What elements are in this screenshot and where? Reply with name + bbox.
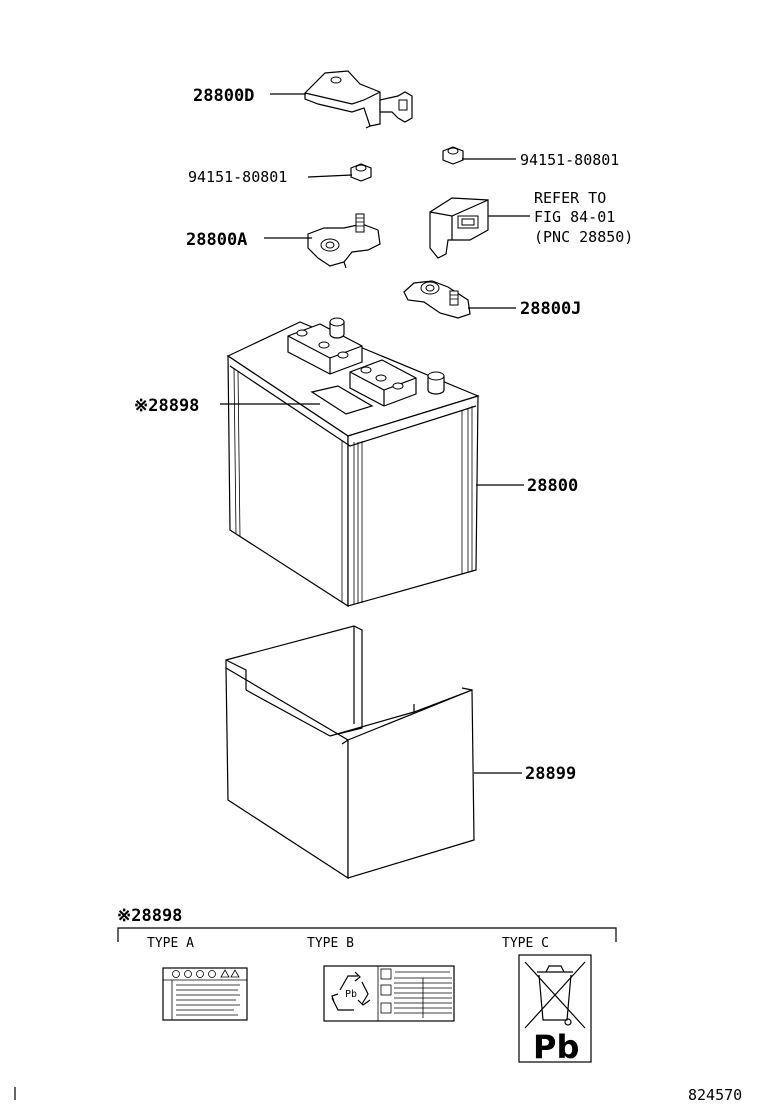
fuse-block-refer [429,197,489,259]
callout-28800j: 28800J [520,299,581,319]
callout-28898: ※28898 [134,396,199,416]
crossed-bin-icon [524,961,586,1029]
refer-line-2: FIG 84-01 [534,208,615,226]
refer-line-1: REFER TO [534,189,606,207]
type-a-sticker [162,967,248,1021]
bracket-cover-28800d [304,70,413,129]
recycle-icon: Pb [331,971,371,1011]
nut-left [350,163,372,182]
callout-28899: 28899 [525,764,576,784]
terminal-clamp-28800j [403,280,471,319]
terminal-clamp-28800a [307,213,381,269]
label-types-section: ※28898 TYPE A TYPE B TYPE C [117,906,617,951]
callout-28800a: 28800A [186,230,247,250]
nut-right [442,146,464,165]
label-types-heading: ※28898 [117,906,182,926]
callout-28800d: 28800D [193,86,254,106]
type-b-sticker: Pb [323,965,455,1022]
callout-28800: 28800 [527,476,578,496]
callout-nut-right: 94151-80801 [520,151,619,169]
type-a-label: TYPE A [147,936,194,951]
type-b-pb: Pb [345,989,357,1000]
refer-line-3: (PNC 28850) [534,228,633,246]
type-c-sticker: Pb [518,954,592,1066]
leader-lines [220,93,530,774]
type-c-label: TYPE C [502,936,549,951]
callout-nut-left: 94151-80801 [188,168,287,186]
figure-number: 824570 [688,1086,742,1104]
type-b-label: TYPE B [307,936,354,951]
type-c-pb: Pb [533,1028,579,1066]
battery-tray-28899 [225,625,475,880]
battery-28800 [226,317,480,608]
